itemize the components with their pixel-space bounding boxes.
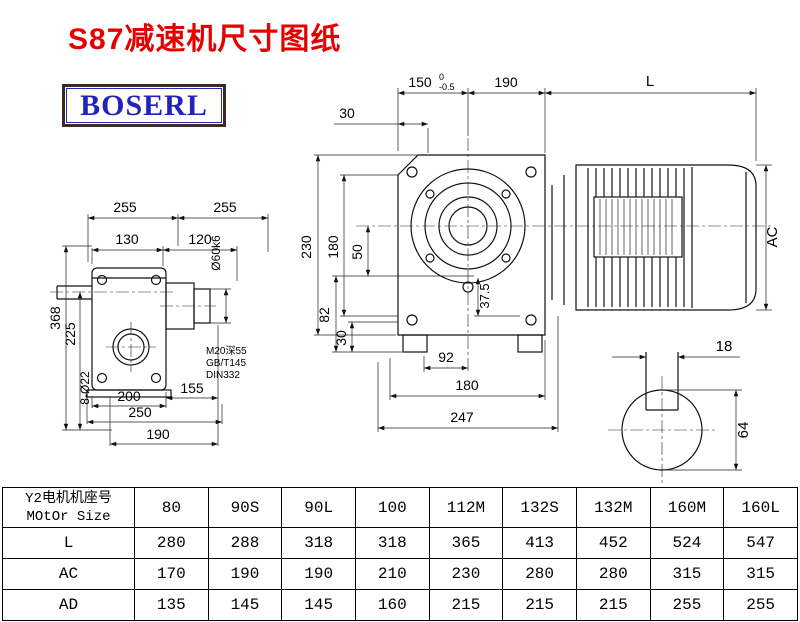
table-cell: 280 bbox=[134, 527, 209, 559]
table-cell: 318 bbox=[354, 527, 430, 559]
table-cell: 547 bbox=[723, 527, 798, 559]
table-cell: 145 bbox=[207, 589, 283, 621]
dim-label-18: 18 bbox=[716, 338, 733, 355]
col-header-80: 80 bbox=[134, 487, 209, 528]
table-cell: 280 bbox=[575, 558, 651, 590]
header-motor-size-en: MOtOr Size bbox=[26, 508, 111, 525]
page-title: S87减速机尺寸图纸 bbox=[68, 23, 342, 56]
dim-label-190-side: 190 bbox=[146, 426, 170, 442]
front-view-geometry: 150 0 -0.5 190 L 30 230 180 50 82 30 37.… bbox=[298, 72, 781, 432]
dim-label-250: 250 bbox=[128, 404, 152, 420]
col-header-90s: 90S bbox=[207, 487, 283, 528]
table-cell: 215 bbox=[502, 589, 577, 621]
dim-label-L: L bbox=[646, 73, 654, 90]
table-cell: 170 bbox=[134, 558, 209, 590]
dim-label-64: 64 bbox=[735, 422, 752, 439]
dim-label-200: 200 bbox=[117, 388, 141, 404]
table-cell: 315 bbox=[649, 558, 725, 590]
dim-label-AC: AC bbox=[764, 226, 781, 247]
col-header-100: 100 bbox=[354, 487, 430, 528]
table-cell: 318 bbox=[281, 527, 356, 559]
dim-label-255-left: 255 bbox=[113, 199, 137, 215]
row-label-L: L bbox=[2, 527, 135, 559]
table-cell: 160 bbox=[354, 589, 430, 621]
table-cell: 210 bbox=[354, 558, 430, 590]
table-cell: 190 bbox=[207, 558, 283, 590]
dim-label-150-tol-upper: 0 bbox=[439, 72, 444, 82]
col-header-160l: 160L bbox=[723, 487, 798, 528]
table-header-row: Y2电机机座号 MOtOr Size 80 90S 90L 100 112M 1… bbox=[2, 487, 798, 528]
boserl-logo-frame: BOSERL bbox=[66, 88, 222, 123]
table-row-AD: AD 135 145 145 160 215 215 215 255 255 bbox=[2, 589, 798, 621]
dim-label-120: 120 bbox=[188, 231, 212, 247]
dim-label-225: 225 bbox=[62, 322, 78, 346]
dim-label-92: 92 bbox=[438, 349, 454, 365]
table-cell: 288 bbox=[207, 527, 283, 559]
table-cell: 452 bbox=[575, 527, 651, 559]
boserl-logo: BOSERL bbox=[62, 84, 226, 127]
boserl-logo-text: BOSERL bbox=[80, 88, 208, 122]
dim-label-82: 82 bbox=[316, 307, 332, 323]
dim-label-150: 150 bbox=[408, 74, 432, 90]
header-motor-size: Y2电机机座号 MOtOr Size bbox=[2, 487, 135, 528]
table-cell: 255 bbox=[649, 589, 725, 621]
table-cell: 280 bbox=[502, 558, 577, 590]
dim-label-155: 155 bbox=[180, 380, 204, 396]
table-cell: 215 bbox=[428, 589, 504, 621]
header-motor-size-cn: Y2电机机座号 bbox=[25, 490, 112, 507]
dim-label-180-left: 180 bbox=[325, 235, 341, 259]
dim-label-8-d22: 8-Ø22 bbox=[78, 371, 92, 405]
table-cell: 135 bbox=[134, 589, 209, 621]
dim-label-30-bottom: 30 bbox=[333, 330, 349, 346]
dim-label-180-bottom: 180 bbox=[455, 377, 479, 393]
row-label-AD: AD bbox=[2, 589, 135, 621]
col-header-132m: 132M bbox=[575, 487, 651, 528]
dim-label-368: 368 bbox=[47, 306, 63, 330]
dim-label-230: 230 bbox=[298, 235, 314, 259]
dim-label-30-top: 30 bbox=[339, 105, 355, 121]
dim-label-190-front: 190 bbox=[494, 74, 518, 90]
table-cell: 315 bbox=[723, 558, 798, 590]
table-cell: 230 bbox=[428, 558, 504, 590]
table-row-AC: AC 170 190 190 210 230 280 280 315 315 bbox=[2, 558, 798, 590]
dim-label-255-right: 255 bbox=[213, 199, 237, 215]
table-row-L: L 280 288 318 318 365 413 452 524 547 bbox=[2, 527, 798, 559]
table-cell: 145 bbox=[281, 589, 356, 621]
dim-label-150-tol-lower: -0.5 bbox=[439, 82, 455, 92]
dim-label-d60k6: Ø60k6 bbox=[209, 235, 223, 271]
dim-label-130: 130 bbox=[115, 231, 139, 247]
side-view-geometry: 255 255 130 120 368 225 8-Ø22 Ø60k6 200 … bbox=[47, 199, 269, 447]
dim-label-247: 247 bbox=[450, 409, 474, 425]
table-cell: 365 bbox=[428, 527, 504, 559]
col-header-90l: 90L bbox=[281, 487, 356, 528]
dim-label-37-5: 37.5 bbox=[477, 283, 492, 308]
motor-size-table: Y2电机机座号 MOtOr Size 80 90S 90L 100 112M 1… bbox=[2, 487, 798, 621]
shaft-end-view-geometry: 18 64 bbox=[608, 338, 752, 484]
table-cell: 413 bbox=[502, 527, 577, 559]
table-cell: 524 bbox=[649, 527, 725, 559]
table-cell: 215 bbox=[575, 589, 651, 621]
table-cell: 190 bbox=[281, 558, 356, 590]
note-gbt145: GB/T145 bbox=[206, 358, 246, 369]
col-header-132s: 132S bbox=[502, 487, 577, 528]
col-header-112m: 112M bbox=[428, 487, 504, 528]
dim-label-50: 50 bbox=[349, 244, 365, 260]
technical-drawing: 255 255 130 120 368 225 8-Ø22 Ø60k6 200 … bbox=[47, 72, 781, 484]
row-label-AC: AC bbox=[2, 558, 135, 590]
col-header-160m: 160M bbox=[649, 487, 725, 528]
table-cell: 255 bbox=[723, 589, 798, 621]
note-m20: M20深55 bbox=[206, 345, 247, 357]
note-din332: DIN332 bbox=[206, 370, 240, 381]
